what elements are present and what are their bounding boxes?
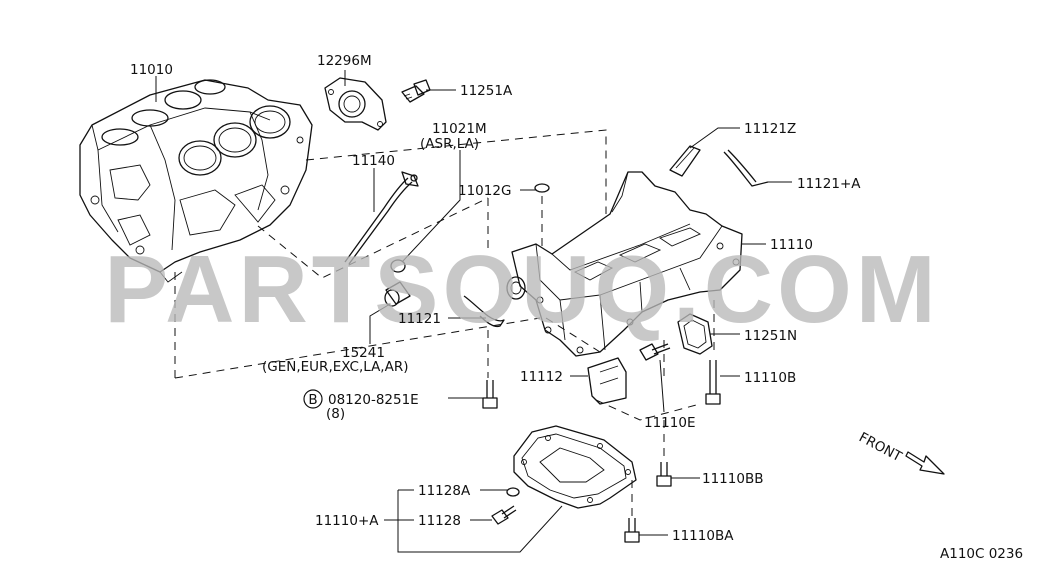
front-direction-arrow (905, 451, 945, 475)
label-11110B[interactable]: 11110B (744, 370, 796, 386)
label-11021M-note: (ASR,LA) (420, 136, 479, 152)
label-11021M[interactable]: 11021M (432, 121, 487, 137)
diagram-code: A110C 0236 (940, 546, 1023, 562)
label-11121[interactable]: 11121 (398, 311, 441, 327)
label-08120-8251E[interactable]: 08120-8251E (328, 392, 419, 408)
label-11112[interactable]: 11112 (520, 369, 563, 385)
oil-level-gauge-drawing (344, 171, 419, 265)
part-15241-drawing (384, 281, 411, 307)
assembly-dashed-lines (174, 129, 715, 516)
label-11251N[interactable]: 11251N (744, 328, 797, 344)
label-15241-note: (GEN,EUR,EXC,LA,AR) (262, 359, 408, 375)
plug-11021M-drawing (390, 259, 406, 273)
label-11010[interactable]: 11010 (130, 62, 173, 78)
bracket-11112-drawing (587, 357, 627, 405)
drain-plug-11128-drawing (491, 505, 517, 525)
baffle-11121-drawing (463, 295, 505, 328)
label-12296M[interactable]: 12296M (317, 53, 372, 69)
label-11110BA[interactable]: 11110BA (672, 528, 734, 544)
label-15241[interactable]: 15241 (342, 345, 385, 361)
rear-oil-seal-drawing (324, 77, 387, 131)
lower-oil-pan-drawing (513, 425, 637, 509)
leader-lines (155, 70, 792, 553)
label-11128[interactable]: 11128 (418, 513, 461, 529)
watermark-text: PARTSOUQ.COM (104, 236, 940, 343)
baffle-11121Z-drawing (669, 145, 701, 177)
bolt-11110B-drawing (705, 360, 721, 405)
label-08120-qty: (8) (326, 406, 345, 422)
baffle-11121A-drawing (723, 149, 769, 187)
label-11110A[interactable]: 11110+A (315, 513, 379, 529)
label-08120-circle: B (308, 392, 317, 408)
label-11110BB[interactable]: 11110BB (702, 471, 763, 487)
bolt-08120-drawing (482, 380, 498, 409)
gasket-11251N-drawing (677, 313, 713, 355)
washer-11012G-drawing (534, 183, 550, 193)
drain-plug-11251A-drawing (401, 79, 431, 103)
bolt-spec-circle (303, 389, 323, 409)
front-label: FRONT (856, 429, 905, 465)
bolt-11110BA-drawing (624, 518, 640, 543)
label-11128A[interactable]: 11128A (418, 483, 471, 499)
washer-11128A-drawing (506, 487, 520, 497)
cylinder-block-drawing (79, 79, 313, 283)
label-11121Z[interactable]: 11121Z (744, 121, 796, 137)
label-11110[interactable]: 11110 (770, 237, 813, 253)
bolt-11110E-drawing (639, 343, 671, 361)
label-11110E[interactable]: 11110E (644, 415, 695, 431)
label-11140[interactable]: 11140 (352, 153, 395, 169)
upper-oil-pan-drawing (506, 171, 743, 357)
label-11012G[interactable]: 11012G (458, 183, 511, 199)
label-11121A[interactable]: 11121+A (797, 176, 861, 192)
label-11251A[interactable]: 11251A (460, 83, 513, 99)
bolt-11110BB-drawing (656, 462, 672, 487)
